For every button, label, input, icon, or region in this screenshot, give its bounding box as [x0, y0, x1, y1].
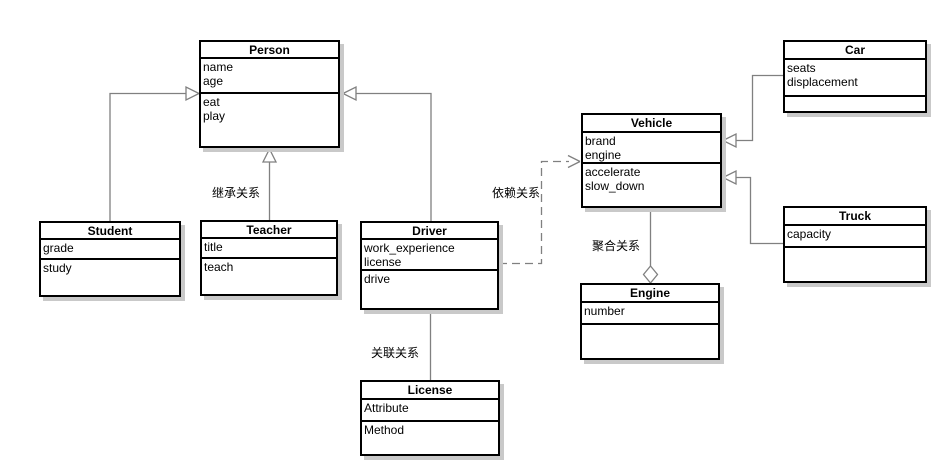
dependency-arrowhead: [567, 154, 581, 169]
class-attributes: brand engine: [583, 133, 720, 164]
connector-aggregation-vehicle-engine[interactable]: [642, 208, 659, 285]
class-attributes: title: [202, 239, 336, 259]
inheritance-arrowhead: [341, 85, 357, 102]
class-box-engine[interactable]: Engine number: [580, 283, 720, 360]
class-methods: study: [41, 260, 179, 295]
class-box-person[interactable]: Person name age eat play: [199, 40, 340, 148]
connector-line[interactable]: [499, 160, 569, 265]
class-title: License: [362, 382, 498, 400]
method-row: teach: [204, 260, 234, 274]
class-box-student[interactable]: Student grade study: [39, 221, 181, 297]
class-attributes: number: [582, 303, 718, 325]
connector-inheritance-driver-person[interactable]: [341, 85, 432, 222]
class-title: Student: [41, 223, 179, 240]
attribute-row: brand: [585, 134, 616, 148]
class-attributes: Attribute: [362, 400, 498, 422]
class-methods: accelerate slow_down: [583, 164, 720, 206]
attribute-row: license: [364, 255, 402, 269]
connector-line[interactable]: [109, 92, 186, 222]
class-methods: teach: [202, 259, 336, 294]
association-relationship-label: 关联关系: [371, 346, 420, 360]
class-methods: drive: [362, 271, 497, 308]
connector-line[interactable]: [356, 92, 432, 222]
class-attributes: work_experience license: [362, 240, 497, 271]
class-title: Teacher: [202, 222, 336, 239]
class-attributes: grade: [41, 240, 179, 260]
method-row: play: [203, 109, 226, 123]
attribute-row: displacement: [787, 75, 858, 89]
method-row: eat: [203, 95, 220, 109]
class-methods: [785, 97, 925, 111]
method-row: slow_down: [585, 179, 645, 193]
class-attributes: name age: [201, 59, 338, 94]
aggregation-relationship-label: 聚合关系: [592, 239, 641, 253]
class-box-teacher[interactable]: Teacher title teach: [200, 220, 338, 296]
class-title: Person: [201, 42, 338, 59]
attribute-row: capacity: [787, 227, 832, 241]
class-title: Driver: [362, 223, 497, 240]
class-methods: Method: [362, 422, 498, 454]
class-box-truck[interactable]: Truck capacity: [783, 206, 927, 283]
attribute-row: number: [584, 304, 625, 318]
class-box-vehicle[interactable]: Vehicle brand engine accelerate slow_dow…: [581, 113, 722, 208]
method-row: accelerate: [585, 165, 641, 179]
method-row: Method: [364, 423, 405, 437]
inheritance-arrowhead: [721, 169, 737, 186]
inheritance-arrowhead: [185, 85, 201, 102]
class-methods: eat play: [201, 94, 338, 146]
class-methods: [582, 325, 718, 358]
connector-line[interactable]: [736, 176, 783, 245]
attribute-row: seats: [787, 61, 816, 75]
connector-inheritance-truck-vehicle[interactable]: [721, 169, 783, 245]
aggregation-diamond: [642, 264, 659, 285]
attribute-row: age: [203, 74, 224, 88]
class-box-car[interactable]: Car seats displacement: [783, 40, 927, 113]
connector-inheritance-car-vehicle[interactable]: [721, 74, 783, 149]
class-box-driver[interactable]: Driver work_experience license drive: [360, 221, 499, 310]
inheritance-arrowhead: [261, 147, 278, 163]
class-title: Vehicle: [583, 115, 720, 133]
class-attributes: seats displacement: [785, 60, 925, 97]
method-row: drive: [364, 272, 391, 286]
attribute-row: work_experience: [364, 241, 455, 255]
connector-line[interactable]: [736, 74, 783, 142]
attribute-row: Attribute: [364, 401, 409, 415]
inheritance-arrowhead: [721, 132, 737, 149]
class-title: Truck: [785, 208, 925, 226]
attribute-row: engine: [585, 148, 622, 162]
connector-inheritance-student-person[interactable]: [109, 85, 201, 222]
class-title: Engine: [582, 285, 718, 303]
attribute-row: name: [203, 60, 234, 74]
method-row: study: [43, 261, 72, 275]
class-title: Car: [785, 42, 925, 60]
inheritance-relationship-label: 继承关系: [212, 186, 261, 200]
connector-inheritance-teacher-person[interactable]: [261, 147, 278, 220]
dependency-relationship-label: 依赖关系: [492, 186, 541, 200]
attribute-row: grade: [43, 241, 74, 255]
class-attributes: capacity: [785, 226, 925, 248]
class-box-license[interactable]: License Attribute Method: [360, 380, 500, 456]
connector-dependency-driver-vehicle[interactable]: [499, 154, 581, 265]
attribute-row: title: [204, 240, 223, 254]
class-methods: [785, 248, 925, 281]
